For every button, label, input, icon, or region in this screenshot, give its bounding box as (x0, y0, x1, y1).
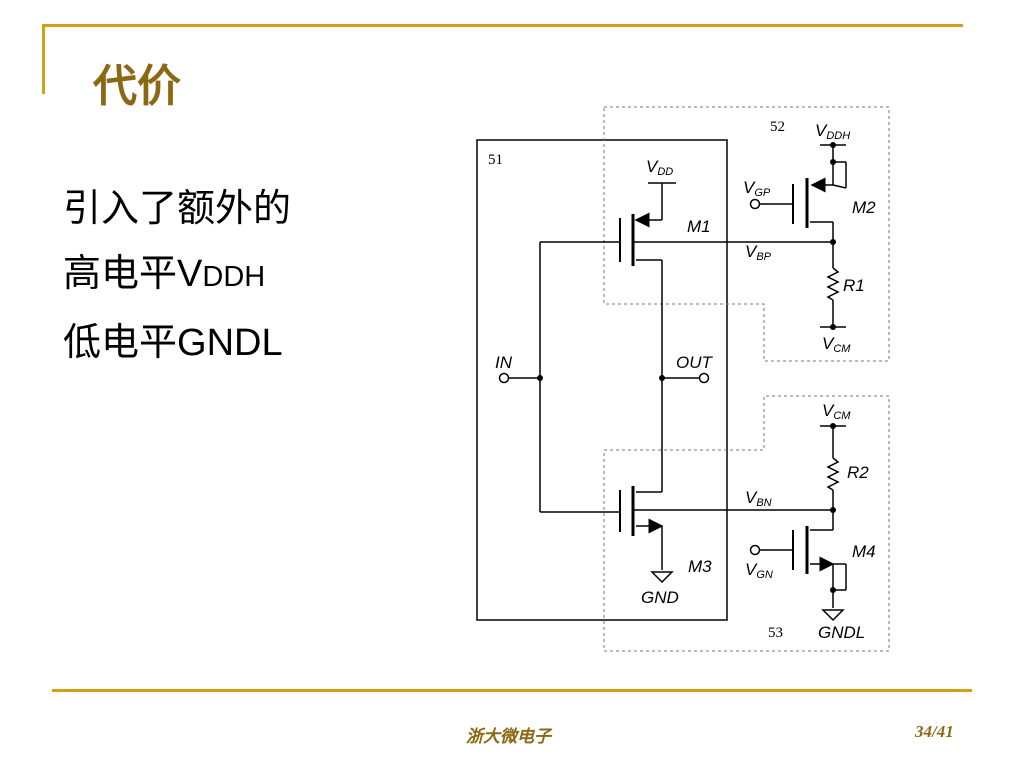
bullet-3: 低电平GNDL (63, 310, 291, 376)
block-51-label: 51 (488, 152, 503, 168)
vcm-bot-label: VCM (822, 401, 851, 422)
bullet-2-main: 高电平 (63, 251, 178, 295)
block-51-box (476, 139, 728, 621)
top-rule (42, 24, 963, 27)
footer-org: 浙大微电子 (466, 727, 551, 747)
junction-dot (830, 239, 836, 245)
vcm-top-label: VCM (822, 334, 851, 355)
bullet-2: 高电平VDDH (63, 241, 291, 310)
bullet-3-main: 低电平 (63, 320, 178, 364)
left-rule (42, 24, 45, 94)
bullet-2-v: V (177, 253, 203, 295)
gndl-label: GNDL (818, 623, 865, 642)
junction-dot (537, 375, 543, 381)
m1-label: M1 (687, 217, 711, 236)
vgp-label: VGP (743, 178, 771, 199)
vddh-label: VDDH (815, 121, 850, 142)
in-terminal (498, 372, 510, 384)
junction-dot (659, 375, 665, 381)
m4-label: M4 (852, 542, 876, 561)
block-53-box (603, 395, 890, 652)
vbn-label: VBN (745, 488, 772, 509)
bullet-3-rest: GNDL (177, 322, 283, 364)
bullet-2-sub: DDH (202, 261, 266, 293)
junction-dot (830, 587, 836, 593)
out-terminal (698, 372, 710, 384)
out-label: OUT (676, 353, 714, 372)
vdd-label: VDD (646, 157, 673, 178)
gnd-label: GND (641, 588, 679, 607)
r2-label: R2 (847, 463, 869, 482)
block-52-box (603, 106, 890, 362)
junction-dot (830, 507, 836, 513)
bullet-1-text: 引入了额外的 (63, 186, 292, 230)
page-title: 代价 (93, 61, 181, 112)
junction-dot (830, 159, 836, 165)
m3-label: M3 (688, 557, 712, 576)
bullet-1: 引入了额外的 (63, 176, 291, 241)
bottom-rule (52, 689, 972, 692)
junction-dot (830, 324, 836, 330)
junction-dot (830, 142, 836, 148)
vgp-terminal (749, 198, 761, 210)
vgn-terminal (749, 544, 761, 556)
bullet-list: 引入了额外的 高电平VDDH 低电平GNDL (63, 176, 291, 376)
junction-dot (830, 423, 836, 429)
block-53-label: 53 (768, 625, 783, 641)
in-label: IN (495, 353, 513, 372)
vbp-label: VBP (745, 242, 772, 263)
block-52-label: 52 (770, 119, 785, 135)
r1-label: R1 (843, 276, 865, 295)
m2-label: M2 (852, 198, 876, 217)
vgn-label: VGN (745, 560, 773, 581)
page-number: 34/41 (915, 722, 954, 741)
